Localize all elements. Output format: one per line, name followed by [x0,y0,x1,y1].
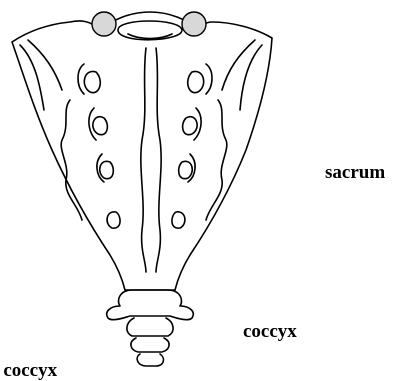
right-foramen-3 [179,154,195,182]
right-articular-process [182,12,206,36]
left-foramen-1 [78,64,100,94]
left-foramen-3 [97,154,113,182]
sacrum-label: sacrum [325,163,385,182]
right-foramen-4 [172,212,185,228]
caption-label: d coccyx [0,361,57,380]
coccyx-first-segment [107,290,194,320]
articular-processes [92,12,206,36]
coccyx-label: coccyx [243,322,297,341]
left-articular-process [92,12,116,36]
left-foramen-2 [89,108,107,140]
sacral-body [118,21,182,40]
coccyx-third-segment [131,338,169,352]
coccyx-fourth-segment [137,354,163,366]
left-ala-line [20,40,62,110]
right-foramen-2 [183,108,201,140]
left-foramen-4 [107,212,120,228]
right-ala-line [222,40,262,110]
coccyx-second-segment [127,318,173,336]
right-lateral-crest [206,100,227,220]
median-sacral-crest [141,48,161,272]
left-lateral-crest [61,100,82,220]
right-foramen-1 [188,64,212,94]
